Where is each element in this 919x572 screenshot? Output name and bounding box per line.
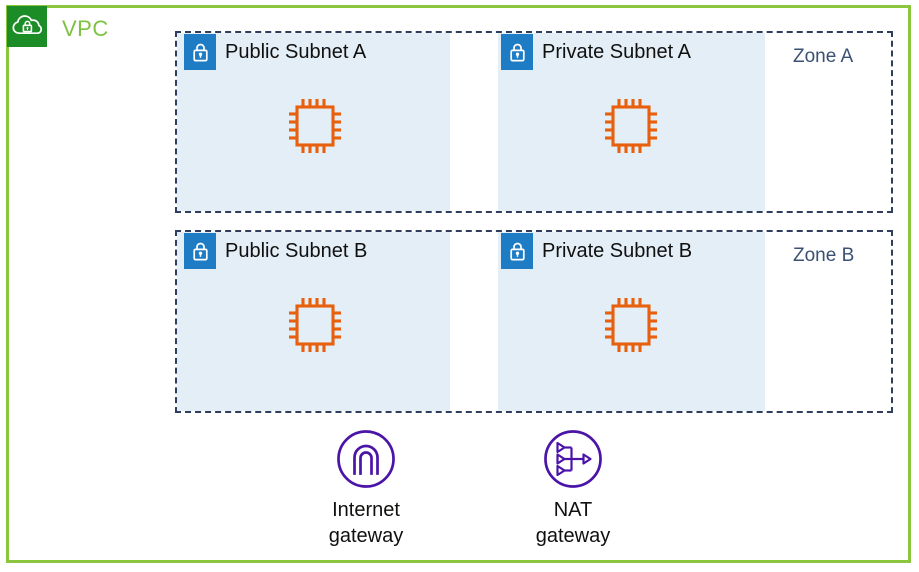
public-subnet-b-header: Public Subnet B [184, 233, 367, 269]
nat-gateway-icon [544, 430, 602, 488]
ec2-instance-icon [289, 298, 341, 352]
nat-gateway: NAT gateway [488, 428, 658, 550]
private-subnet-b-panel [498, 232, 765, 411]
vpc-label: VPC [62, 16, 109, 41]
ec2-instance-icon [605, 298, 657, 352]
private-subnet-b-header: Private Subnet B [501, 233, 692, 269]
nat-gateway-label-line1: NAT [553, 499, 593, 521]
zone-b-label: Zone B [793, 245, 855, 266]
zone-b-boundary [175, 230, 893, 413]
subnet-lock-icon [184, 233, 216, 269]
internet-gateway-label-line1: Internet [332, 499, 400, 521]
nat-gateway-label-line2: gateway [535, 525, 611, 548]
public-subnet-a-title: Public Subnet A [225, 40, 367, 63]
vpc-cloud-lock-icon [7, 6, 47, 47]
subnet-lock-icon [501, 34, 533, 70]
private-subnet-a-panel [498, 33, 765, 211]
public-subnet-b-title: Public Subnet B [225, 239, 368, 262]
internet-gateway: Internet gateway [281, 428, 451, 550]
internet-gateway-label: Internet gateway [281, 497, 451, 550]
internet-gateway-label-line2: gateway [328, 525, 404, 548]
public-subnet-b-panel [177, 232, 450, 411]
internet-gateway-icon [337, 430, 395, 488]
public-subnet-a-panel [177, 33, 450, 211]
private-subnet-a-header: Private Subnet A [501, 34, 691, 70]
private-subnet-a-title: Private Subnet A [542, 40, 691, 63]
zone-a-boundary [175, 31, 893, 213]
subnet-lock-icon [184, 34, 216, 70]
ec2-instance-icon [289, 99, 341, 153]
private-subnet-b-title: Private Subnet B [542, 239, 693, 262]
ec2-instance-icon [605, 99, 657, 153]
subnet-lock-icon [501, 233, 533, 269]
public-subnet-a-header: Public Subnet A [184, 34, 366, 70]
nat-gateway-label: NAT gateway [488, 497, 658, 550]
zone-a-label: Zone A [793, 46, 854, 67]
